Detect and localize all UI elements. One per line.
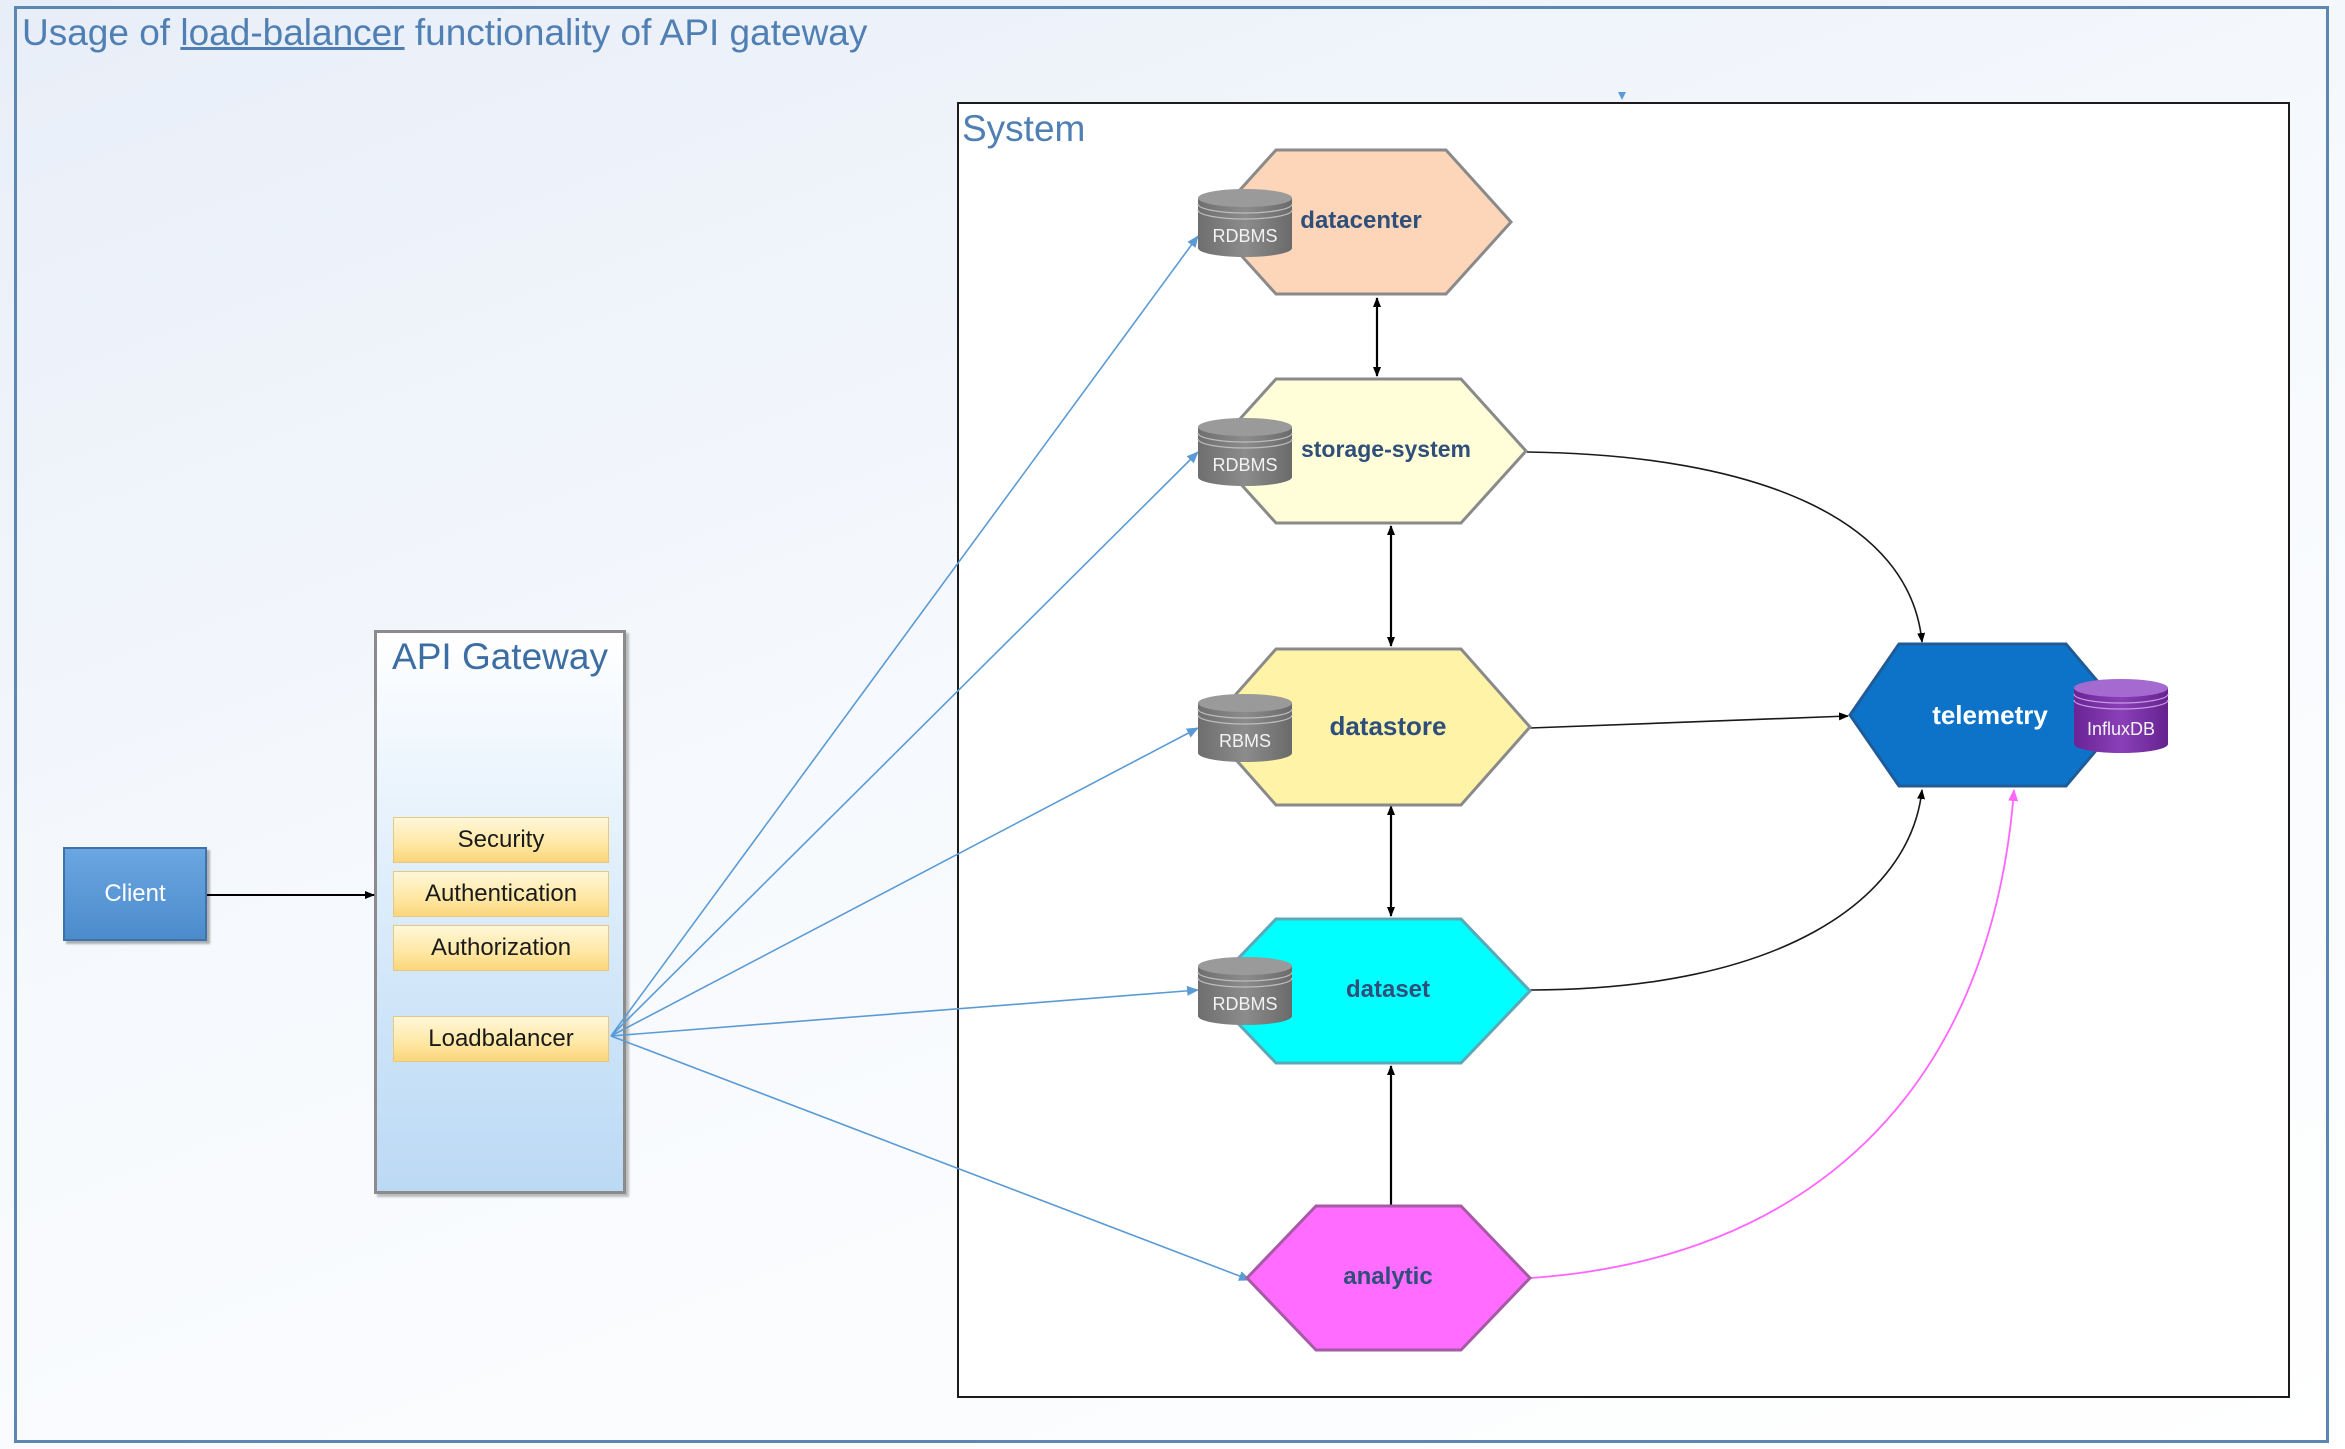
client-node[interactable]: Client xyxy=(63,847,207,941)
lb-to-dataset-arrow xyxy=(610,985,1199,1037)
datastore-to-telemetry-arrow xyxy=(1529,712,1849,729)
title-suffix: functionality of API gateway xyxy=(404,12,868,53)
title-highlight[interactable]: load-balancer xyxy=(180,12,405,53)
service-telemetry[interactable] xyxy=(1848,642,2128,788)
analytic-to-telemetry-arrow xyxy=(1529,789,2019,1279)
diagram-frame xyxy=(14,6,2329,1443)
lb-to-storage-system-arrow xyxy=(610,451,1199,1037)
telemetry-hexagon xyxy=(1848,642,2128,788)
lb-to-analytic-arrow xyxy=(610,1035,1251,1281)
gateway-feature-loadbalancer[interactable]: Loadbalancer xyxy=(393,1016,609,1062)
service-analytic[interactable] xyxy=(1244,1204,1533,1352)
system-label: System xyxy=(962,108,1086,149)
dataset-db-icon xyxy=(1197,957,1293,1025)
gateway-feature-authentication[interactable]: Authentication xyxy=(393,871,609,917)
page-title: Usage of load-balancer functionality of … xyxy=(22,12,867,54)
gateway-feature-authorization[interactable]: Authorization xyxy=(393,925,609,971)
datastore-db-icon xyxy=(1197,694,1293,762)
analytic-hexagon xyxy=(1244,1204,1533,1352)
storage-system-db-icon xyxy=(1197,418,1293,486)
dataset-to-telemetry-arrow xyxy=(1529,789,1925,991)
lb-to-datastore-arrow xyxy=(610,727,1199,1037)
storage-to-telemetry-arrow xyxy=(1526,451,1926,643)
lb-to-datacenter-arrow xyxy=(610,235,1199,1037)
datacenter-db-icon xyxy=(1197,189,1293,257)
top-marker-icon xyxy=(1618,92,1626,100)
api-gateway-title: API Gateway xyxy=(392,636,608,677)
gateway-feature-security[interactable]: Security xyxy=(393,817,609,863)
title-prefix: Usage of xyxy=(22,12,181,53)
telemetry-influxdb-icon xyxy=(2073,679,2169,753)
